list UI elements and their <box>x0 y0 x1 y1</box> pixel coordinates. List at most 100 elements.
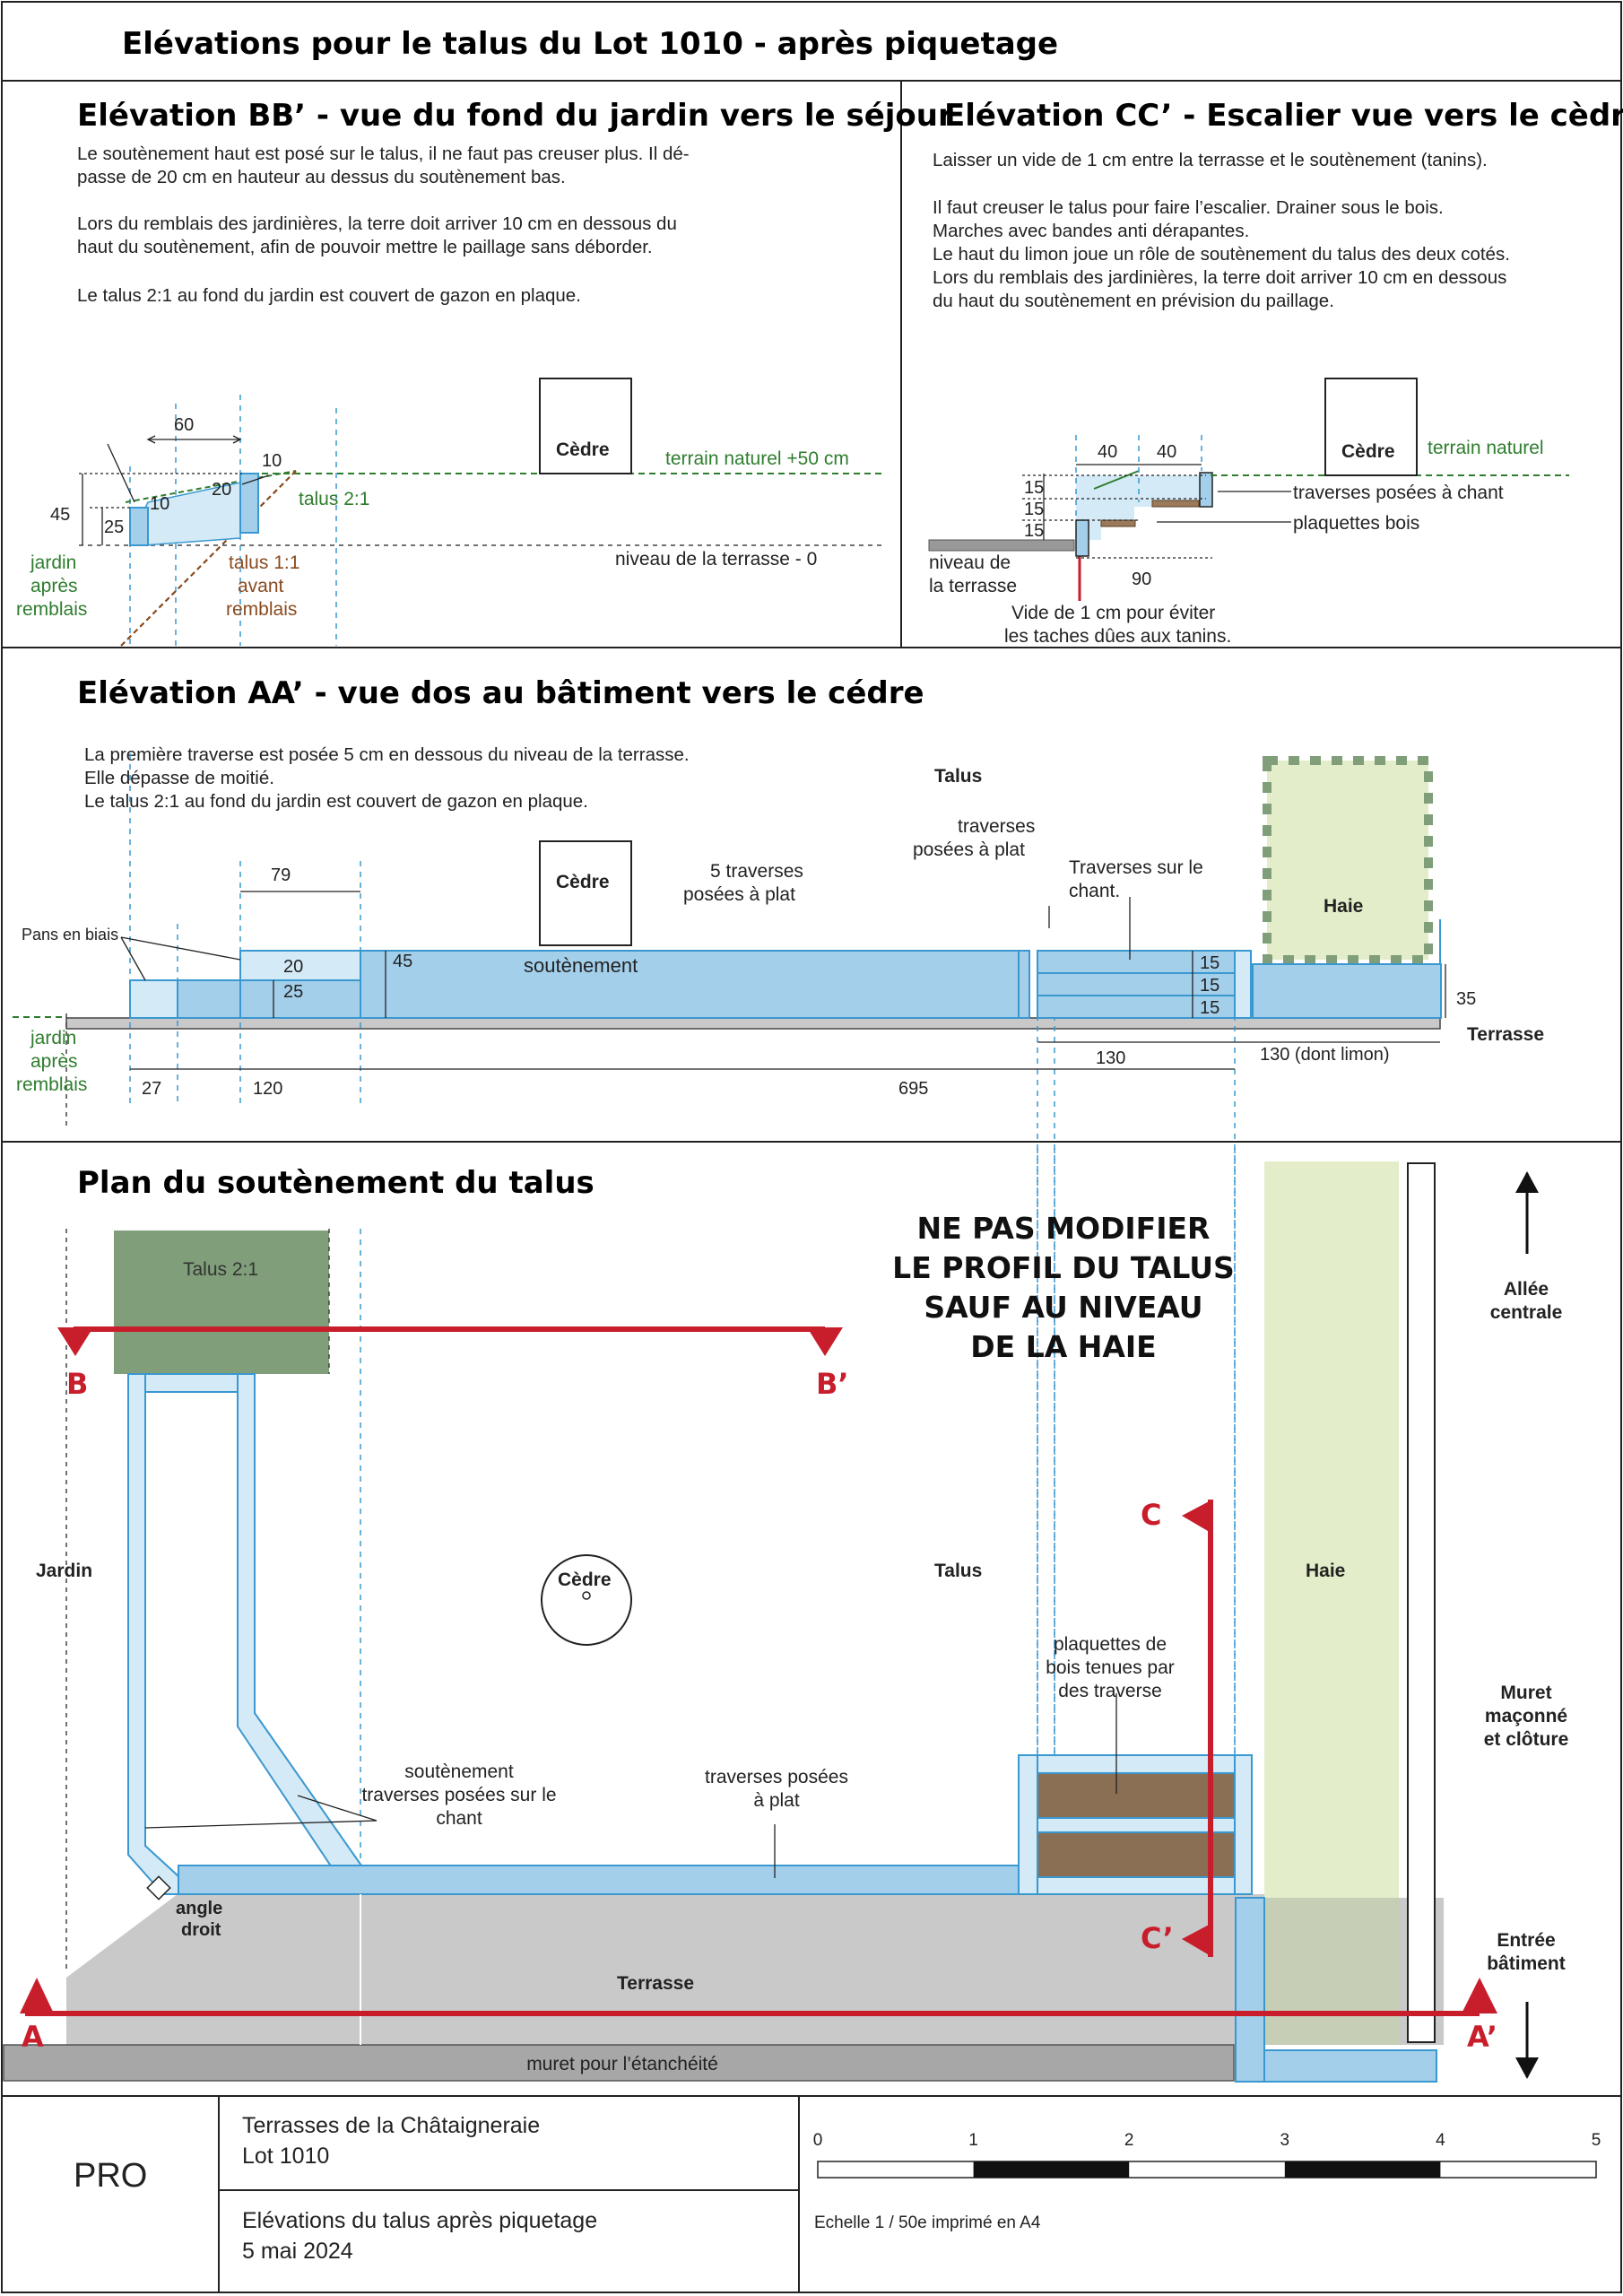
plan-wall-bottom <box>178 1865 1020 1895</box>
bb-label-jardin: remblais <box>16 599 87 620</box>
aa-note-line: Le talus 2:1 au fond du jardin est couve… <box>84 791 588 812</box>
aa-label-pans: Pans en biais <box>22 926 118 944</box>
plan-wall-right-leg <box>237 1373 369 1895</box>
aa-pan-biais-light <box>129 979 178 1019</box>
title-block-pro: PRO <box>74 2157 147 2195</box>
aa-label-jardin: remblais <box>16 1074 87 1095</box>
cc-note-line: du haut du soutènement en prévision du p… <box>933 291 1334 311</box>
plan-label-allee: Allée <box>1504 1279 1549 1300</box>
bb-dim-20: 20 <box>212 480 231 500</box>
cc-dim-40-a: 40 <box>1098 442 1117 462</box>
cc-label-vide: Vide de 1 cm pour éviter <box>1011 603 1215 623</box>
bb-dimension-lines <box>79 435 270 545</box>
plan-right-angle-marker <box>146 1875 171 1900</box>
bb-cedre-box <box>539 378 632 474</box>
scale-tick-label: 3 <box>1280 2131 1290 2150</box>
plan-cedre-center <box>582 1591 591 1600</box>
cc-cedre-label: Cèdre <box>1341 441 1395 462</box>
aa-dimension-lines <box>120 891 1446 1070</box>
aa-dim-130: 130 <box>1096 1048 1125 1068</box>
cc-step-plaquette <box>1151 500 1200 508</box>
title-block-project: Lot 1010 <box>242 2144 329 2169</box>
bb-dim-60: 60 <box>174 415 194 435</box>
bb-label-talus-11: talus 1:1 <box>229 552 299 573</box>
bb-label-talus-11: remblais <box>226 599 297 620</box>
aa-label-soutenement: soutènement <box>524 954 638 977</box>
plan-label-muret: Muret <box>1500 1683 1551 1703</box>
scale-caption: Echelle 1 / 50e imprimé en A4 <box>814 2213 1041 2232</box>
cc-label-vide: les taches dûes aux tanins. <box>1004 626 1231 647</box>
scale-tick-label: 2 <box>1124 2131 1134 2150</box>
elevation-bb: Elévation BB’ - vue du fond du jardin ve… <box>16 98 953 647</box>
cc-dim-40-b: 40 <box>1157 442 1176 462</box>
section-ap-label: A’ <box>1467 2020 1497 2054</box>
plan-stair-plaquettes <box>1037 1831 1236 1878</box>
plan-label-angle: angle <box>176 1899 222 1918</box>
plan-cedre-label: Cèdre <box>558 1570 612 1590</box>
aa-label-traverses-plat: posées à plat <box>913 839 1025 860</box>
aa-main-wall <box>239 950 1020 1019</box>
aa-dim-20: 20 <box>283 957 303 977</box>
sheet-title: Elévations pour le talus du Lot 1010 - a… <box>122 26 1058 62</box>
aa-label-terrasse: Terrasse <box>1467 1024 1544 1045</box>
cc-note-line: Marches avec bandes anti dérapantes. <box>933 221 1249 241</box>
cc-cedre-box <box>1324 378 1418 476</box>
cc-slope-line <box>1093 470 1140 490</box>
plan-hedge-terrace-overlay <box>1264 1898 1399 2045</box>
plan-label-soutenement: traverses posées sur le <box>361 1785 556 1805</box>
section-c-label: C <box>1141 1498 1161 1532</box>
aa-wall-end <box>1018 950 1030 1019</box>
aa-label-cinq: 5 traverses <box>710 861 803 882</box>
plan-label-talus: Talus <box>934 1561 982 1581</box>
aa-dim-79: 79 <box>271 865 291 885</box>
section-b-label: B <box>66 1367 88 1401</box>
bb-label-talus-21: talus 2:1 <box>299 489 369 509</box>
cc-dim-15: 15 <box>1024 521 1044 541</box>
plan-label-jardin: Jardin <box>36 1561 92 1581</box>
plan-label-terrasse: Terrasse <box>617 1973 694 1994</box>
section-bp-label: B’ <box>816 1367 849 1401</box>
plan-label-plaquettes: des traverse <box>1058 1681 1162 1701</box>
cc-board-low <box>1075 519 1089 557</box>
bb-label-terrain: terrain naturel +50 cm <box>665 448 849 469</box>
cc-dim-15: 15 <box>1024 478 1044 498</box>
aa-label-jardin: jardin <box>30 1028 76 1048</box>
plan-warning-line: LE PROFIL DU TALUS <box>892 1250 1235 1285</box>
plan-label-traverses: traverses posées <box>705 1767 848 1787</box>
bb-note-line: haut du soutènement, afin de pouvoir met… <box>77 237 653 257</box>
aa-label-traverses-plat: traverses <box>958 816 1035 837</box>
section-cc-line <box>1182 1500 1213 1957</box>
aa-dim-130-limon: 130 (dont limon) <box>1260 1045 1390 1065</box>
plan-leader-lines <box>144 1693 1117 1878</box>
plan-label-entree: Entrée <box>1497 1930 1555 1951</box>
aa-cedre-label: Cèdre <box>556 872 610 892</box>
cc-stair-fill <box>1076 475 1202 540</box>
plan-label-muret: et clôture <box>1484 1729 1569 1750</box>
plan-stair-plaquettes <box>1037 1772 1236 1819</box>
cc-label-terrain: terrain naturel <box>1428 438 1544 458</box>
bb-low-wall <box>129 507 149 546</box>
aa-dim-15: 15 <box>1200 953 1219 973</box>
plan-label-plaquettes: bois tenues par <box>1046 1657 1175 1678</box>
plan-warning-line: DE LA HAIE <box>970 1329 1156 1364</box>
plan-limon-bottom <box>1263 2049 1437 2083</box>
cc-label-niveau: la terrasse <box>929 576 1017 596</box>
plan-talus-21 <box>114 1231 329 1374</box>
bb-note-line: Le talus 2:1 au fond du jardin est couve… <box>77 285 581 306</box>
bb-dim-10-top: 10 <box>262 451 282 471</box>
elevation-aa: Elévation AA’ - vue dos au bâtiment vers… <box>13 675 1544 1883</box>
plan-label-talus-21: Talus 2:1 <box>183 1259 258 1280</box>
plan-title: Plan du soutènement du talus <box>77 1165 595 1201</box>
aa-label-jardin: après <box>30 1051 78 1072</box>
title-block-project: Terrasses de la Châtaigneraie <box>242 2113 540 2138</box>
cc-note-line: Le haut du limon joue un rôle de soutène… <box>933 244 1510 265</box>
bb-dim-10: 10 <box>150 494 169 514</box>
scale-bar <box>817 2161 1597 2179</box>
title-block: PRO Terrasses de la Châtaigneraie Lot 10… <box>74 2096 1601 2292</box>
bb-title: Elévation BB’ - vue du fond du jardin ve… <box>77 98 953 134</box>
section-a-label: A <box>22 2020 44 2054</box>
aa-stair-post <box>1234 950 1252 1019</box>
scale-tick-label: 0 <box>813 2131 823 2150</box>
aa-label-chant: Traverses sur le <box>1069 857 1203 878</box>
